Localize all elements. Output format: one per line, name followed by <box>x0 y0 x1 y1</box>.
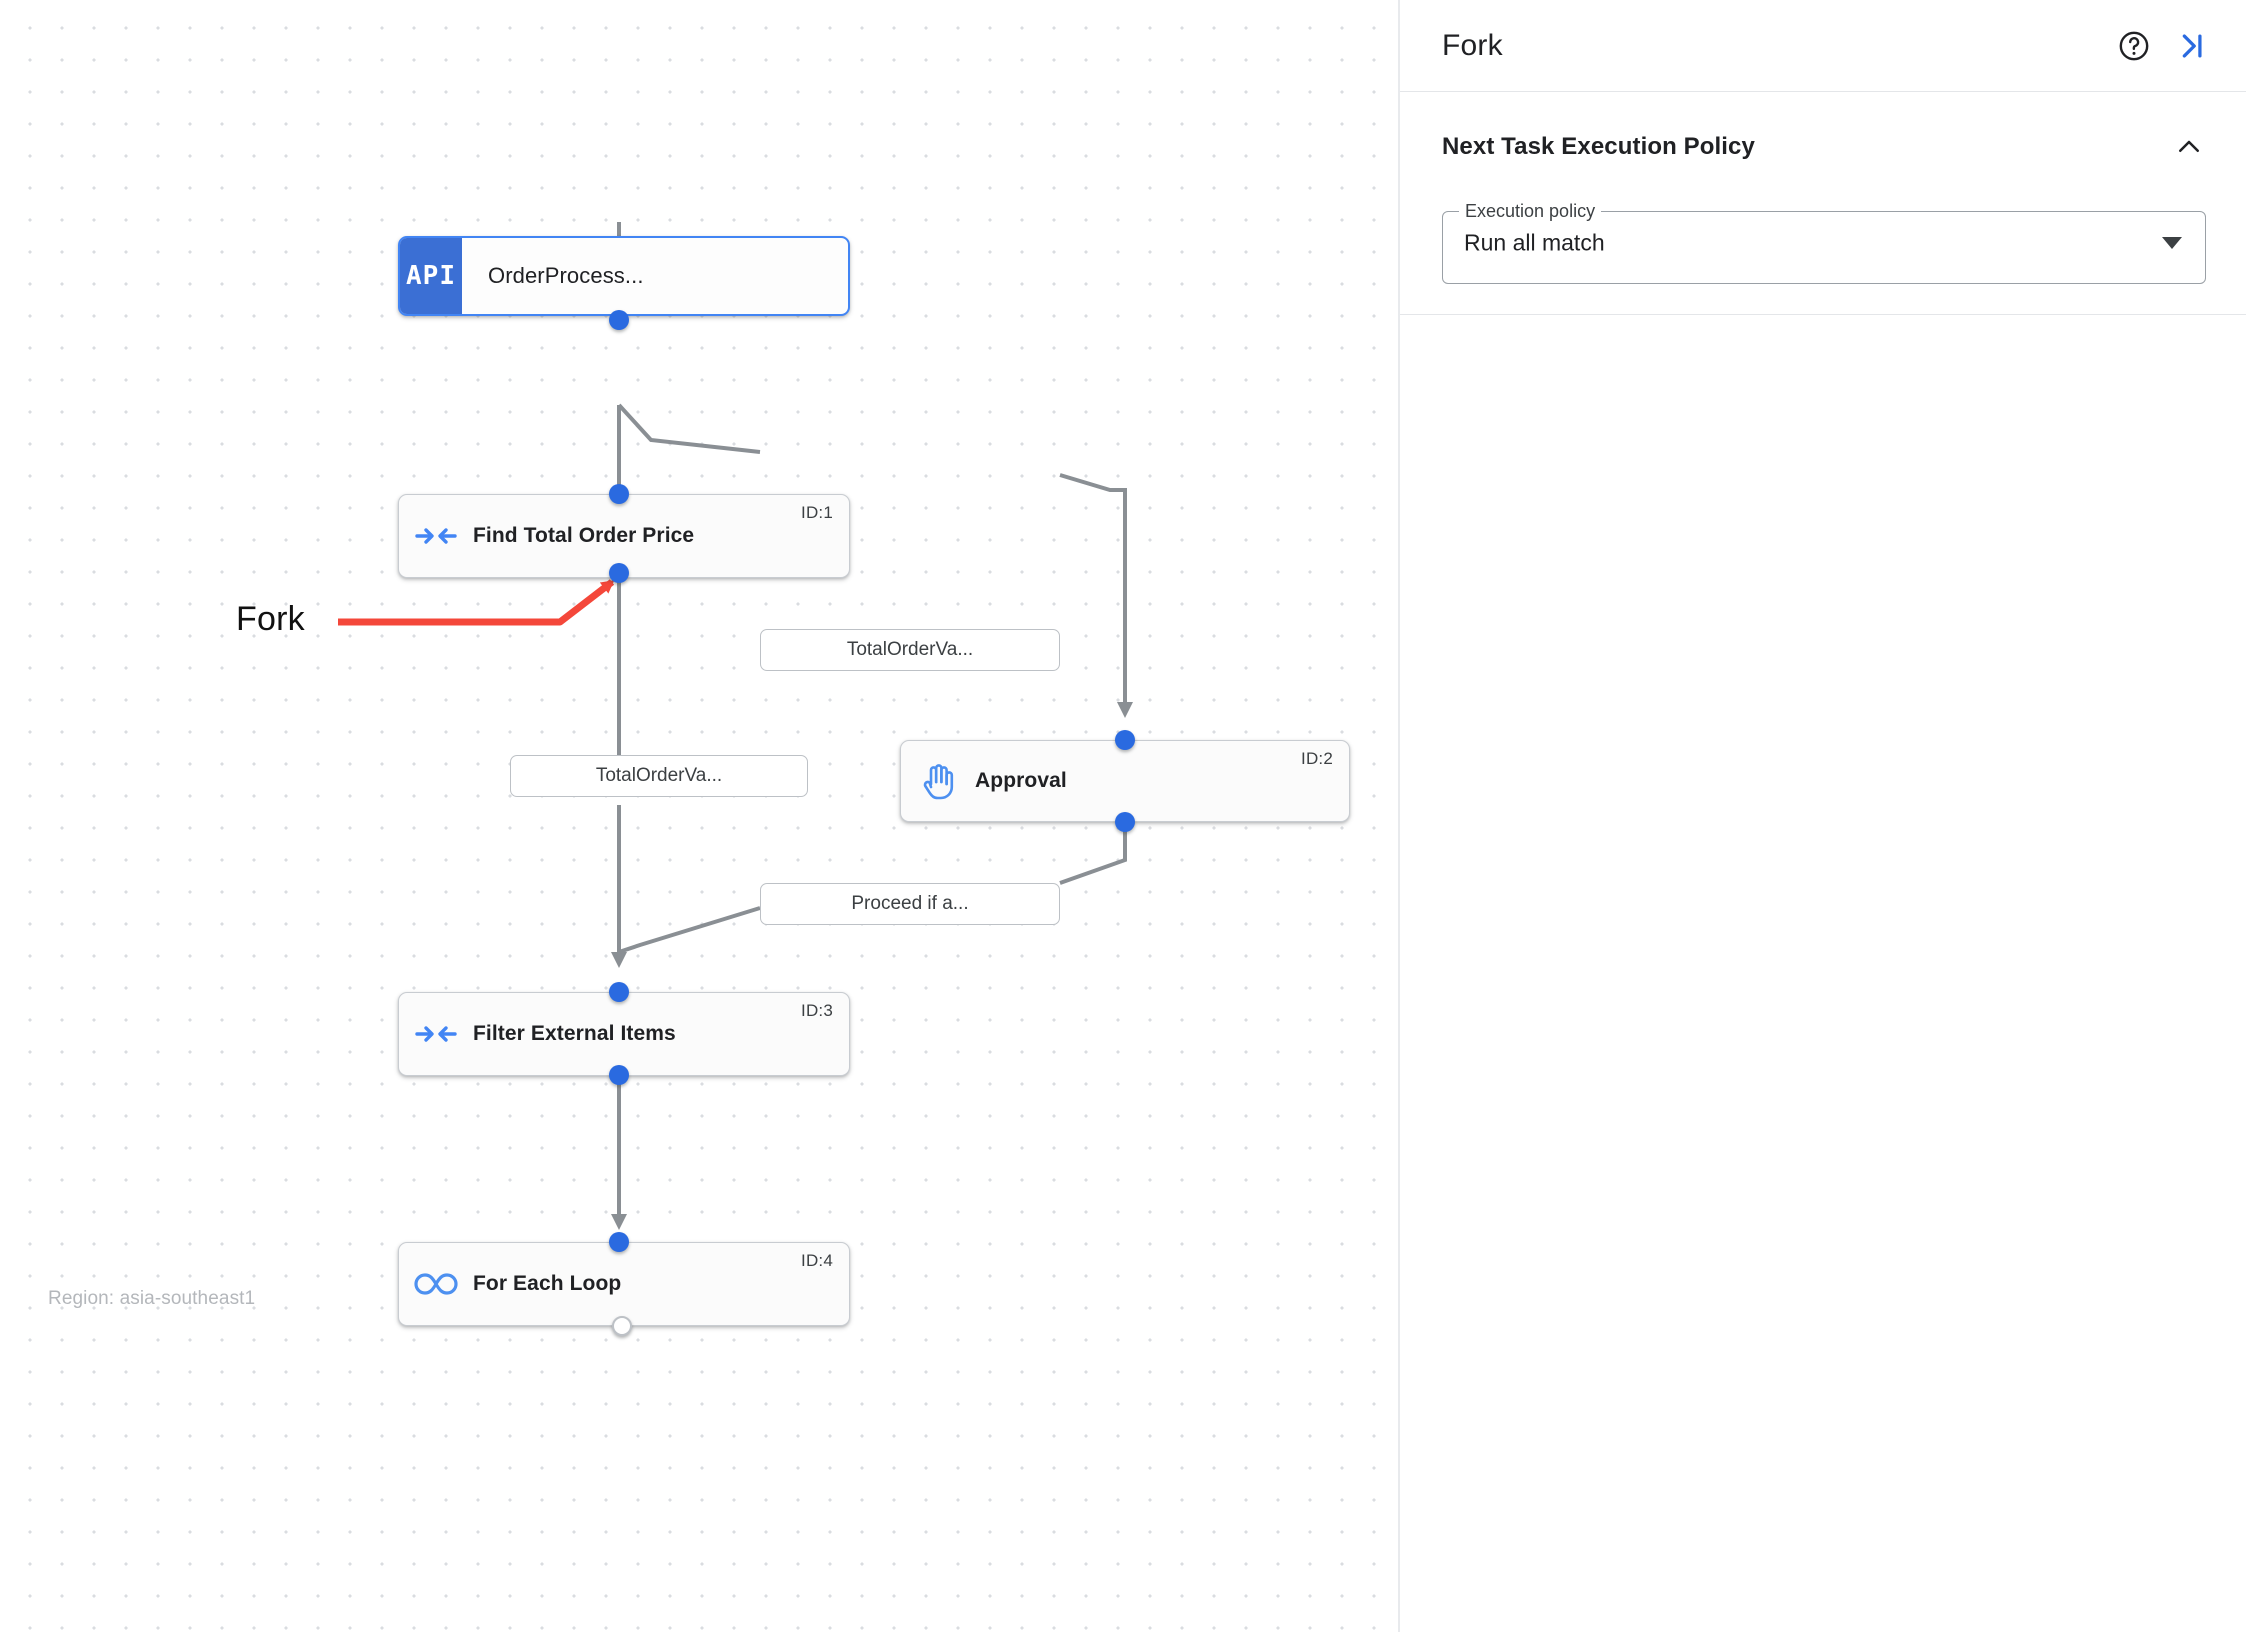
node-approval[interactable]: Approval ID:2 <box>900 740 1350 822</box>
node-task4-output-connector[interactable] <box>612 1316 632 1336</box>
node-title: Filter External Items <box>473 1022 676 1045</box>
node-task1-output-connector[interactable] <box>609 563 629 583</box>
edge-approval-to-task3-a <box>1059 822 1127 885</box>
section-header[interactable]: Next Task Execution Policy <box>1442 130 2206 164</box>
collapse-right-icon[interactable] <box>2162 18 2218 74</box>
chevron-down-icon[interactable] <box>2162 237 2182 249</box>
chevron-up-icon[interactable] <box>2172 130 2206 164</box>
help-circle-icon[interactable] <box>2106 18 2162 74</box>
region-label: Region: asia-southeast1 <box>48 1288 256 1309</box>
next-task-execution-policy-section: Next Task Execution Policy Execution pol… <box>1400 92 2246 315</box>
edge-approval-to-task3-b <box>618 906 761 954</box>
node-find-total-order-price[interactable]: Find Total Order Price ID:1 <box>398 494 850 578</box>
node-id-label: ID:1 <box>801 503 833 522</box>
node-filter-external-items[interactable]: Filter External Items ID:3 <box>398 992 850 1076</box>
edge-label-proceed-if-approved[interactable]: Proceed if a... <box>760 883 1060 925</box>
node-order-process-trigger[interactable]: API OrderProcess... <box>398 236 850 316</box>
edge-label-total-order-value-left[interactable]: TotalOrderVa... <box>510 755 808 797</box>
node-task3-input-connector[interactable] <box>609 982 629 1002</box>
execution-policy-label: Execution policy <box>1465 201 1596 221</box>
merge-arrows-icon <box>399 521 473 551</box>
node-title: Approval <box>975 769 1067 792</box>
node-approval-input-connector[interactable] <box>1115 730 1135 750</box>
edge-label-text: TotalOrderVa... <box>595 765 723 786</box>
panel-title: Fork <box>1442 28 1503 62</box>
panel-header: Fork <box>1400 0 2246 92</box>
annotation-label-fork: Fork <box>236 600 305 638</box>
annotation-arrow <box>338 579 615 626</box>
edge-task1-to-approval-b <box>1059 473 1133 718</box>
edge-task1-to-approval-a <box>617 403 761 454</box>
node-title: For Each Loop <box>473 1272 622 1295</box>
infinity-icon <box>399 1271 473 1297</box>
node-task1-input-connector[interactable] <box>609 484 629 504</box>
workflow-canvas[interactable]: API OrderProcess... Find Total Order Pri… <box>0 0 1400 1632</box>
properties-panel: Fork Next Task Execution Policy <box>1400 0 2246 1632</box>
node-id-label: ID:4 <box>801 1251 833 1270</box>
node-task4-input-connector[interactable] <box>609 1232 629 1252</box>
merge-arrows-icon <box>399 1019 473 1049</box>
node-id-label: ID:2 <box>1301 749 1333 768</box>
node-approval-output-connector[interactable] <box>1115 812 1135 832</box>
edge-label-text: Proceed if a... <box>851 893 969 914</box>
hand-icon <box>901 762 975 800</box>
node-task3-output-connector[interactable] <box>609 1065 629 1085</box>
node-trigger-output-connector[interactable] <box>609 310 629 330</box>
node-title: Find Total Order Price <box>473 524 695 547</box>
api-icon: API <box>400 238 462 314</box>
node-id-label: ID:3 <box>801 1001 833 1020</box>
section-title: Next Task Execution Policy <box>1442 133 1755 160</box>
execution-policy-value: Run all match <box>1464 229 1605 256</box>
node-for-each-loop[interactable]: For Each Loop ID:4 <box>398 1242 850 1326</box>
execution-policy-select[interactable]: Execution policy Run all match <box>1442 202 2206 284</box>
node-title: OrderProcess... <box>488 263 644 288</box>
edge-label-text: TotalOrderVa... <box>846 639 974 660</box>
edge-label-total-order-value-right[interactable]: TotalOrderVa... <box>760 629 1060 671</box>
